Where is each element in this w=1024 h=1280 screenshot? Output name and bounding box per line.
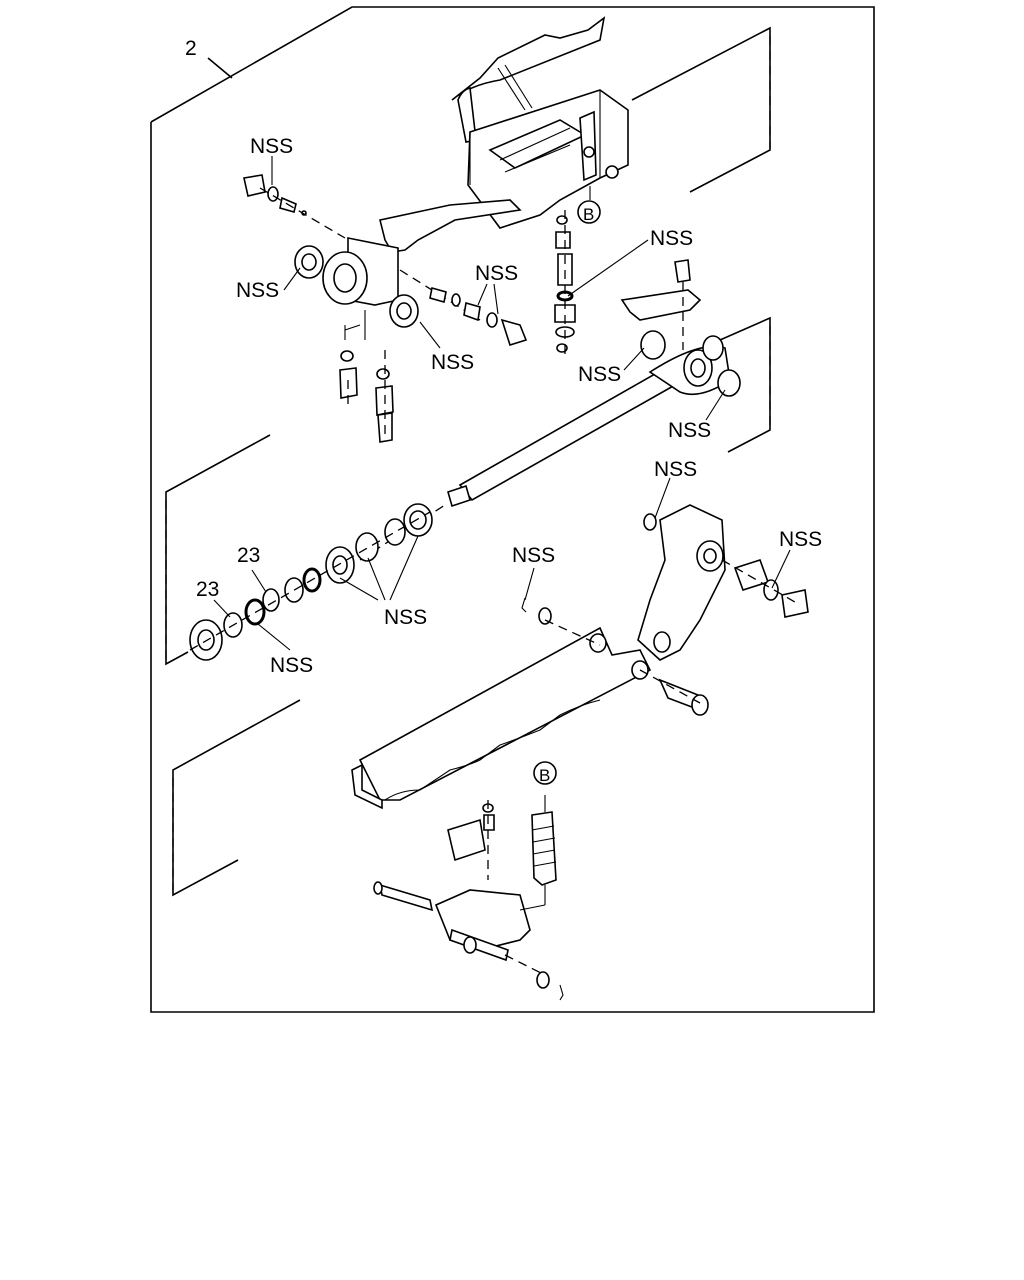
right-bracket bbox=[620, 259, 702, 350]
label-nss-pair-small: NSS bbox=[475, 262, 518, 285]
label-nss-shaft-right-a: NSS bbox=[578, 363, 621, 386]
label-ref-23-b: 23 bbox=[196, 578, 219, 601]
label-nss-pedal-top: NSS bbox=[654, 458, 697, 481]
ref-b-bottom-marker: B bbox=[533, 761, 557, 785]
ref-b-top-marker: B bbox=[577, 200, 601, 224]
lower-left-plugs bbox=[339, 350, 394, 443]
label-nss-lower-washer: NSS bbox=[431, 351, 474, 374]
link-channel bbox=[351, 597, 709, 810]
pedal-lever bbox=[637, 504, 809, 661]
label-nss-left-washer: NSS bbox=[236, 279, 279, 302]
assembly-callout: 2 bbox=[185, 37, 197, 60]
label-nss-valve-right: NSS bbox=[650, 227, 693, 250]
plunger-stack bbox=[554, 210, 576, 355]
label-nss-seal-group: NSS bbox=[384, 606, 427, 629]
cross-shaft bbox=[359, 330, 741, 561]
ref-b-top-label: B bbox=[583, 205, 594, 224]
label-nss-ring-bottom: NSS bbox=[270, 654, 313, 677]
label-nss-upper-left: NSS bbox=[250, 135, 293, 158]
valve-housing bbox=[322, 16, 629, 340]
label-nss-cotter: NSS bbox=[512, 544, 555, 567]
seal-stack bbox=[189, 503, 433, 661]
upper-left-fittings bbox=[243, 174, 419, 328]
label-ref-23-a: 23 bbox=[237, 544, 260, 567]
leader-lines bbox=[213, 156, 791, 651]
ref-b-bottom-label: B bbox=[539, 766, 550, 785]
center-fittings bbox=[399, 269, 528, 347]
bottom-linkage bbox=[373, 795, 564, 1001]
sub-assembly-brackets bbox=[165, 26, 771, 897]
assembly-frame bbox=[150, 6, 875, 1013]
label-nss-bushing-right: NSS bbox=[779, 528, 822, 551]
label-nss-shaft-right-b: NSS bbox=[668, 419, 711, 442]
